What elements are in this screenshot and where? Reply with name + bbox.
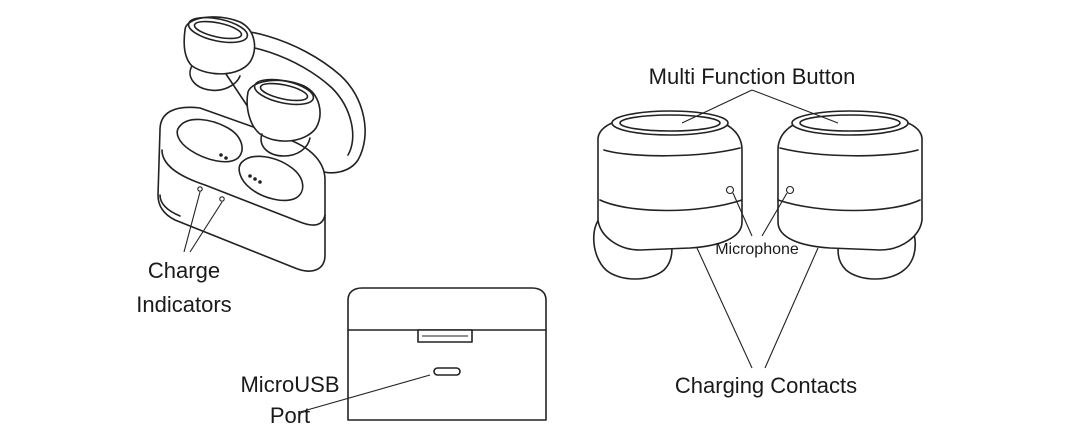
microusb-port-label-line1: MicroUSB <box>240 372 339 397</box>
open-charging-case <box>157 16 366 272</box>
microusb-port-label-line2: Port <box>270 403 310 428</box>
right-earbud <box>777 110 923 280</box>
multi-function-button-label: Multi Function Button <box>649 64 856 89</box>
microphone-label: Microphone <box>715 241 799 258</box>
left-earbud <box>593 110 743 280</box>
microusb-port <box>433 367 461 376</box>
charge-indicators-label-line1: Charge <box>148 258 220 283</box>
closed-charging-case <box>347 287 547 421</box>
charging-contacts-label: Charging Contacts <box>675 373 857 398</box>
charge-indicators-label-line2: Indicators <box>136 292 231 317</box>
